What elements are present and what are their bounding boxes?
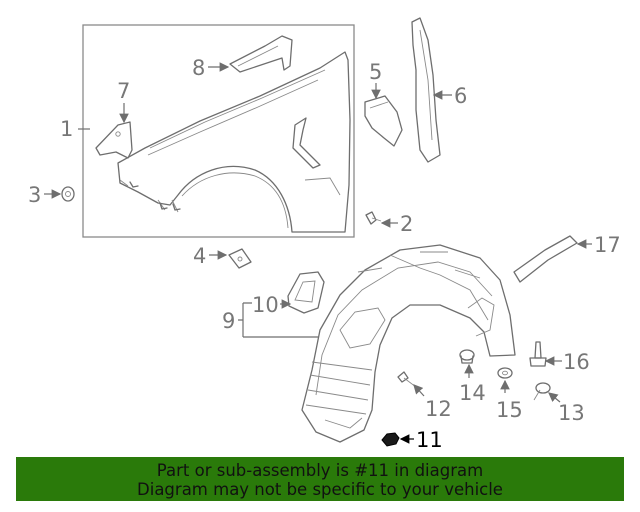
callout-6: 6 [454,84,467,108]
leader-13 [548,392,561,403]
moulding-17-drawing [513,235,578,283]
bracket-5-drawing [364,95,403,147]
clip-3-drawing [61,186,75,202]
callout-2: 2 [400,212,413,236]
callout-8: 8 [192,56,205,80]
nut-15-drawing [497,367,513,379]
callout-13: 13 [558,401,585,425]
callout-7: 7 [117,79,130,103]
nut-14-drawing [459,349,475,364]
bracket-4-drawing [228,248,252,269]
callout-10: 10 [252,293,279,317]
callout-4: 4 [193,244,206,268]
bolt-16-drawing [529,341,547,367]
fender-assembly-frame [82,24,355,238]
callout-11: 11 [416,428,443,452]
callout-15: 15 [496,398,523,422]
leader-12 [413,384,425,397]
leader-9 [238,302,318,338]
callout-17: 17 [594,233,621,257]
parts-diagram: 1 2 3 4 5 6 7 8 9 10 11 12 13 14 15 16 1… [28,17,621,452]
callout-5: 5 [369,60,382,84]
callout-9: 9 [222,309,235,333]
callout-3: 3 [28,183,41,207]
bracket-7-hole [115,131,121,137]
fender-panel-drawing [117,51,351,233]
seal-6-drawing [411,17,441,163]
screw-13-drawing [533,382,551,401]
callout-14: 14 [459,381,486,405]
bracket-7-drawing [95,121,133,159]
callout-1: 1 [60,117,73,141]
bolt-2-drawing [365,211,382,225]
callout-12: 12 [425,397,452,421]
banner-line-2: Diagram may not be specific to your vehi… [137,480,503,499]
cover-10-drawing [287,271,325,314]
info-banner: Part or sub-assembly is #11 in diagram D… [16,457,624,501]
clip-11-drawing [381,432,400,447]
banner-line-1: Part or sub-assembly is #11 in diagram [156,461,484,480]
callout-16: 16 [563,350,590,374]
bracket-8-drawing [229,35,293,73]
fender-liner-drawing [301,244,516,443]
